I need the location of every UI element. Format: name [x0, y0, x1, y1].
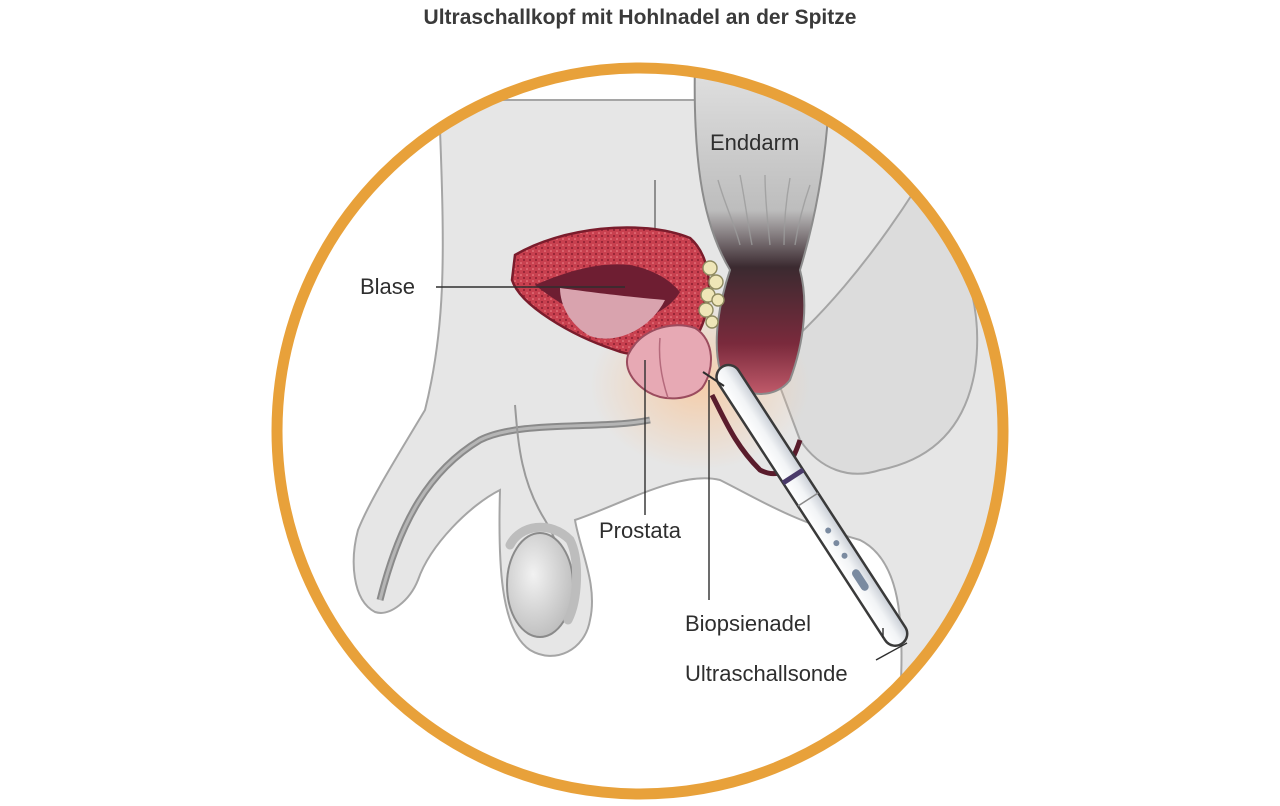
figure-title: Ultraschallkopf mit Hohlnadel an der Spi…	[423, 6, 857, 29]
frame-ring	[271, 62, 1009, 800]
ultrasound-probe	[715, 363, 909, 647]
leader-lines	[436, 286, 908, 661]
label-prostata: Prostata	[599, 518, 682, 543]
probe-button	[851, 569, 869, 591]
epididymis	[505, 522, 581, 625]
circle-content	[277, 68, 1003, 794]
probe-band	[781, 467, 805, 486]
label-biopsienadel: Biopsienadel	[685, 611, 811, 636]
testis	[506, 532, 574, 638]
rectum-folds	[717, 174, 811, 246]
rectum	[693, 68, 832, 395]
leader-probe-b	[875, 642, 908, 661]
probe-dot	[825, 527, 832, 534]
needle-tip	[702, 371, 725, 387]
bladder-inner-wall	[560, 288, 665, 339]
probe-dot	[833, 540, 840, 547]
urethra-inner	[378, 418, 651, 601]
label-blase: Blase	[360, 274, 415, 299]
prostate	[626, 324, 713, 400]
seminal-vesicles	[698, 260, 725, 329]
label-enddarm: Enddarm	[710, 130, 799, 155]
probe-dot	[841, 552, 848, 559]
prostate-lobe-line	[658, 337, 669, 399]
label-ultraschallsonde: Ultraschallsonde	[685, 661, 848, 686]
